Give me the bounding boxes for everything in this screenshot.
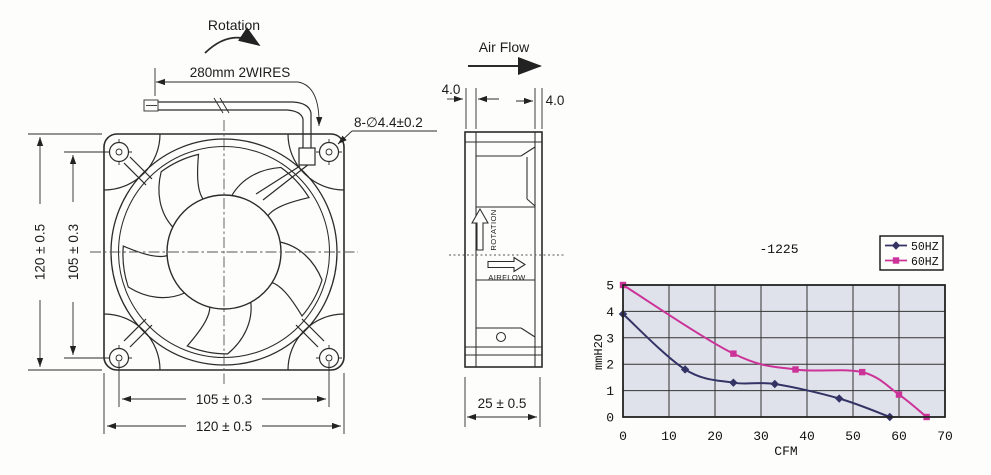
chart-title: -1225 <box>759 242 798 257</box>
data-point-diamond <box>891 241 901 250</box>
airflow-block-arrow <box>487 256 526 273</box>
data-point-square <box>895 391 903 398</box>
x-tick-label: 60 <box>891 429 907 444</box>
fan-side-view: Air Flow ROTATION AIRFLOW <box>449 39 564 368</box>
x-tick-label: 10 <box>661 429 677 444</box>
data-point-diamond <box>770 379 779 389</box>
y-tick-label: 4 <box>606 305 614 320</box>
data-point-square <box>892 257 900 264</box>
legend-label-60HZ: 60HZ <box>911 256 939 269</box>
x-axis-label: CFM <box>774 444 797 459</box>
dim-height-inner: 105 ± 0.3 <box>66 224 81 280</box>
y-tick-label: 2 <box>606 358 614 373</box>
data-point-square <box>859 368 866 376</box>
wire-conduit <box>255 163 310 201</box>
legend-rows: 50HZ 60HZ <box>885 241 939 269</box>
dim-height-outer: 120 ± 0.5 <box>33 224 48 280</box>
side-dimensions: 4.0 4.0 25 ± 0.5 <box>442 82 565 427</box>
dim-flange-right: 4.0 <box>546 93 565 108</box>
mounting-hole <box>106 139 132 165</box>
data-point-square <box>730 350 737 357</box>
corner-struts <box>123 156 325 348</box>
data-point-diamond <box>680 365 690 374</box>
legend-box <box>879 235 944 271</box>
x-tick-label: 30 <box>753 429 769 444</box>
dim-depth: 25 ± 0.5 <box>478 396 527 411</box>
front-dimensions: 120 ± 0.5 105 ± 0.3 105 ± 0.3 120 ± 0.5 <box>28 133 345 434</box>
dim-width-outer: 120 ± 0.5 <box>196 419 252 434</box>
rotation-label: Rotation <box>208 17 260 33</box>
x-tick-label: 70 <box>937 429 953 444</box>
mounting-hole <box>316 139 342 165</box>
rotation-block-arrow <box>471 207 489 251</box>
airflow-horizontal-label: AIRFLOW <box>488 273 526 282</box>
x-tick-label: 20 <box>707 429 723 444</box>
fan-front-view <box>90 120 358 384</box>
side-view-internals <box>465 132 542 367</box>
wires-dimension: 280mm 2WIRES <box>154 65 323 127</box>
y-axis-label: mmH2O <box>592 334 606 370</box>
data-point-diamond <box>729 378 738 387</box>
label-hole <box>495 331 507 343</box>
airflow-title: Air Flow <box>479 39 530 55</box>
performance-chart: -1225 0 10 20 30 40 50 60 70 0 1 2 3 4 5 mmH2O CFM 50… <box>592 235 953 459</box>
chart-legend: 50HZ 60HZ <box>879 235 944 271</box>
y-tick-label: 1 <box>606 384 614 399</box>
lead-wires <box>143 97 316 166</box>
y-tick-label: 5 <box>606 279 614 294</box>
dim-width-inner: 105 ± 0.3 <box>196 392 252 407</box>
legend-label-50HZ: 50HZ <box>911 241 939 254</box>
plot-area <box>623 285 945 417</box>
wire-ferrule <box>298 147 316 166</box>
data-point-square <box>792 366 799 373</box>
x-tick-label: 0 <box>619 429 627 444</box>
x-tick-label: 40 <box>799 429 815 444</box>
data-point-diamond <box>835 394 844 403</box>
plot-border <box>622 284 946 418</box>
holes-dimension: 8-∅4.4±0.2 <box>337 115 437 145</box>
y-tick-label: 0 <box>606 411 614 426</box>
wires-dim-label: 280mm 2WIRES <box>190 65 291 80</box>
x-tick-label: 50 <box>845 429 861 444</box>
holes-dim-label: 8-∅4.4±0.2 <box>354 115 423 130</box>
y-tick-label: 3 <box>606 331 614 346</box>
rotation-arrow <box>204 27 261 54</box>
dim-flange-left: 4.0 <box>442 82 461 97</box>
rotation-vertical-label: ROTATION <box>489 209 498 250</box>
